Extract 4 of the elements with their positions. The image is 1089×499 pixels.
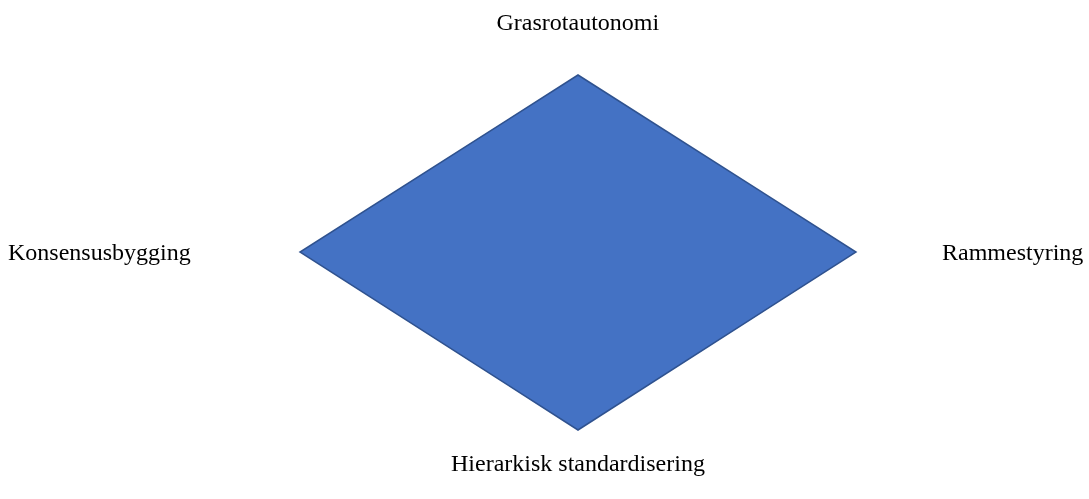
vertex-label: Hierarkisk standardisering <box>451 449 705 477</box>
vertex-label: Grasrotautonomi <box>496 8 660 36</box>
vertex-label: Konsensusbygging <box>8 238 191 266</box>
vertex-label: Rammestyring <box>942 238 1084 266</box>
